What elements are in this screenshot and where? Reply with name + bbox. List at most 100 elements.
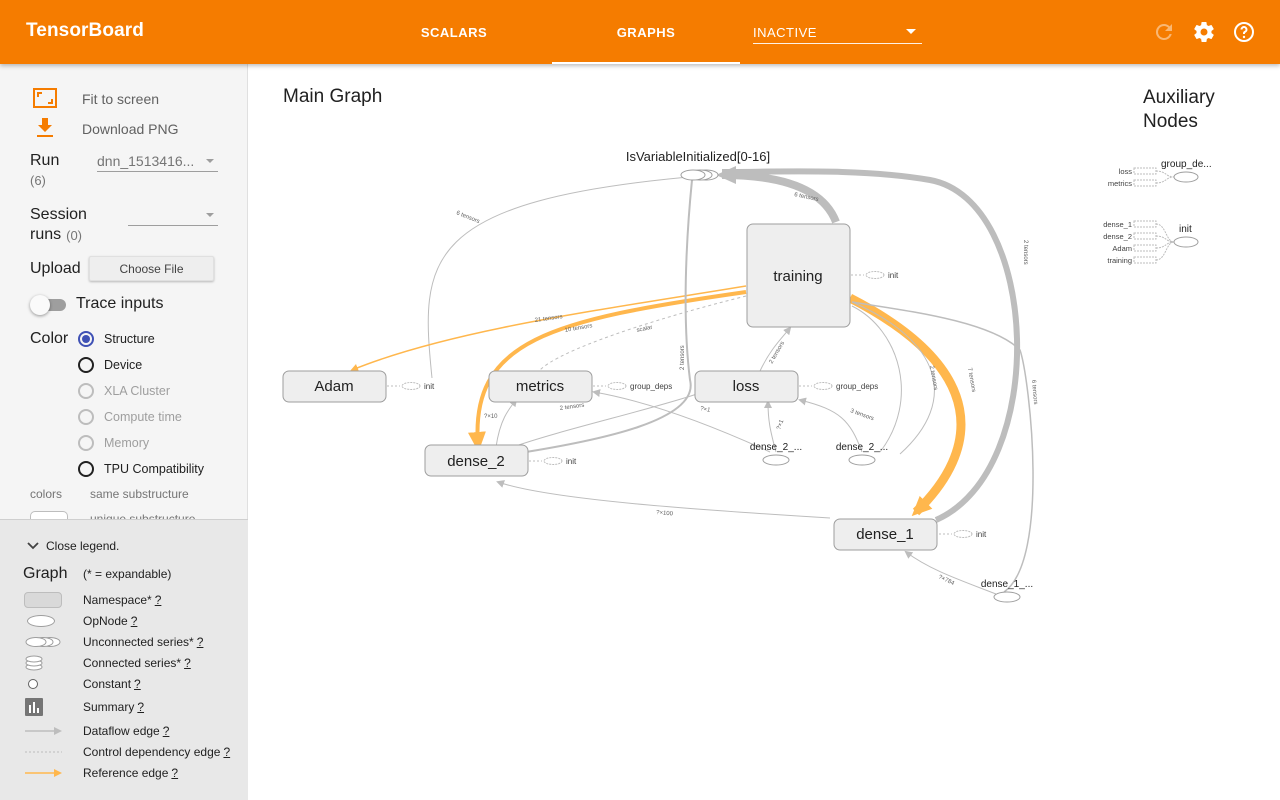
fit-to-screen-icon[interactable]: [33, 88, 57, 108]
node-training[interactable]: training: [746, 223, 851, 328]
color-radio-device[interactable]: Device: [78, 357, 142, 373]
graph-canvas[interactable]: Main Graph Auxiliary Nodes: [248, 64, 1280, 800]
refresh-icon[interactable]: [1152, 20, 1176, 44]
color-radio-compute-time[interactable]: Compute time: [78, 409, 182, 425]
help-link[interactable]: ?: [171, 766, 179, 780]
edge-training-isvarinit: [716, 166, 840, 224]
aux-node-group-deps[interactable]: loss metrics group_de...: [1108, 159, 1212, 188]
legend-item-control-dependency-edge: Control dependency edge?: [24, 742, 230, 762]
aux-node-label: init: [1179, 224, 1192, 235]
color-radio-xla-cluster[interactable]: XLA Cluster: [78, 383, 170, 399]
same-substructure-label: same substructure: [90, 487, 189, 501]
inactive-dashboards-dropdown[interactable]: INACTIVE: [753, 18, 922, 44]
annotation-metrics-group-deps[interactable]: group_deps: [607, 382, 672, 391]
namespace-icon: [24, 592, 62, 608]
legend-label: Unconnected series*: [83, 635, 194, 649]
aux-input-label: loss: [1119, 167, 1133, 176]
node-label: dense_2_...: [836, 442, 888, 453]
radio-icon: [78, 461, 94, 477]
aux-node-label: group_de...: [1161, 159, 1212, 170]
chevron-down-icon: [206, 213, 214, 217]
unconnected-series-icon: [25, 637, 61, 647]
session-runs-count: (0): [66, 227, 83, 243]
help-link[interactable]: ?: [137, 700, 145, 714]
close-legend-link[interactable]: Close legend.: [46, 539, 120, 553]
radio-icon: [78, 409, 94, 425]
aux-node-init[interactable]: dense_1 dense_2 Adam training init: [1103, 220, 1199, 265]
node-dense-1[interactable]: dense_1: [833, 518, 938, 551]
run-select[interactable]: dnn_1513416...: [97, 153, 218, 172]
settings-icon[interactable]: [1192, 20, 1216, 44]
color-radio-memory[interactable]: Memory: [78, 435, 149, 451]
node-dense-2-op-a[interactable]: dense_2_...: [750, 442, 802, 466]
annotation-adam-init[interactable]: init: [401, 382, 435, 391]
legend-item-opnode: OpNode?: [24, 611, 137, 631]
color-radio-tpu-compatibility[interactable]: TPU Compatibility: [78, 461, 204, 477]
colors-label: colors: [30, 487, 63, 501]
node-dense-2[interactable]: dense_2: [424, 444, 529, 477]
legend-item-unconnected-series: Unconnected series*?: [24, 632, 203, 652]
session-runs-select[interactable]: [128, 207, 218, 226]
radio-label: Compute time: [104, 410, 182, 424]
node-dense-1-op-c[interactable]: dense_1_...: [981, 579, 1033, 603]
choose-file-button[interactable]: Choose File: [89, 256, 214, 281]
download-png-button[interactable]: Download PNG: [82, 121, 179, 137]
node-label: metrics: [516, 378, 564, 395]
edge-dense2b-training: [851, 305, 902, 453]
edge-training-dense2: [467, 290, 747, 452]
app-title: TensorBoard: [26, 20, 144, 41]
tab-scalars[interactable]: SCALARS: [420, 24, 488, 40]
chevron-down-icon[interactable]: [27, 541, 39, 551]
node-label: dense_2_...: [750, 442, 802, 453]
node-metrics[interactable]: metrics: [488, 370, 593, 403]
auxiliary-nodes-title: Auxiliary Nodes: [1143, 86, 1243, 134]
help-link[interactable]: ?: [196, 635, 204, 649]
annotation-training-init[interactable]: init: [865, 271, 899, 280]
edge-label: 2 tensors: [680, 345, 686, 370]
fit-to-screen-button[interactable]: Fit to screen: [82, 91, 160, 107]
annotation-dense1-init[interactable]: init: [953, 530, 987, 539]
graph-legend: Close legend. Graph (* = expandable) Nam…: [0, 519, 248, 800]
help-link[interactable]: ?: [130, 614, 138, 628]
annotation-dense2-init[interactable]: init: [543, 457, 577, 466]
annotation-loss-group-deps[interactable]: group_deps: [813, 382, 878, 391]
help-link[interactable]: ?: [223, 745, 231, 759]
help-link[interactable]: ?: [134, 677, 141, 691]
edge-label: 6 tensors: [1030, 380, 1038, 405]
legend-expandable-note: (* = expandable): [83, 567, 172, 581]
graph-svg: 6 tensors 21 tensors 10 tensors scalar 6…: [282, 149, 1212, 603]
node-is-variable-initialized[interactable]: IsVariableInitialized[0-16]: [626, 149, 770, 181]
summary-icon: [25, 698, 43, 716]
tab-graphs[interactable]: GRAPHS: [552, 0, 740, 64]
edge-dense2c-training: [851, 301, 935, 455]
legend-item-summary: Summary?: [24, 697, 144, 717]
node-label: dense_1: [856, 526, 914, 543]
node-adam[interactable]: Adam: [282, 370, 387, 403]
edge-label: 2 tensors: [769, 341, 787, 365]
legend-item-dataflow-edge: Dataflow edge?: [24, 721, 169, 741]
top-app-bar: TensorBoard SCALARS GRAPHS INACTIVE: [0, 0, 1280, 64]
radio-label: TPU Compatibility: [104, 462, 205, 476]
trace-inputs-toggle[interactable]: [30, 295, 68, 315]
help-link[interactable]: ?: [184, 656, 191, 670]
node-label: loss: [733, 378, 760, 395]
edge-label: 3 tensors: [849, 408, 874, 422]
annotation-label: init: [976, 530, 987, 539]
node-loss[interactable]: loss: [694, 370, 799, 403]
legend-item-namespace: Namespace*?: [24, 590, 161, 610]
reference-edge-icon: [25, 769, 62, 777]
help-link[interactable]: ?: [154, 593, 162, 607]
edge-label: scalar: [636, 325, 653, 334]
edge-label: 2 tensors: [559, 403, 584, 412]
help-link[interactable]: ?: [162, 724, 170, 738]
aux-input-label: training: [1107, 256, 1132, 265]
edge-label: 10 tensors: [564, 323, 593, 334]
graph-controls-sidebar: Fit to screen Download PNG Run (6) dnn_1…: [0, 64, 248, 800]
edge-label: ?×784: [937, 574, 955, 587]
color-radio-structure[interactable]: Structure: [78, 331, 155, 347]
download-icon[interactable]: [36, 118, 54, 138]
node-dense-2-op-b[interactable]: dense_2_...: [836, 442, 888, 466]
aux-title-line-2: Nodes: [1143, 111, 1198, 132]
help-icon[interactable]: [1232, 20, 1256, 44]
radio-icon: [78, 383, 94, 399]
